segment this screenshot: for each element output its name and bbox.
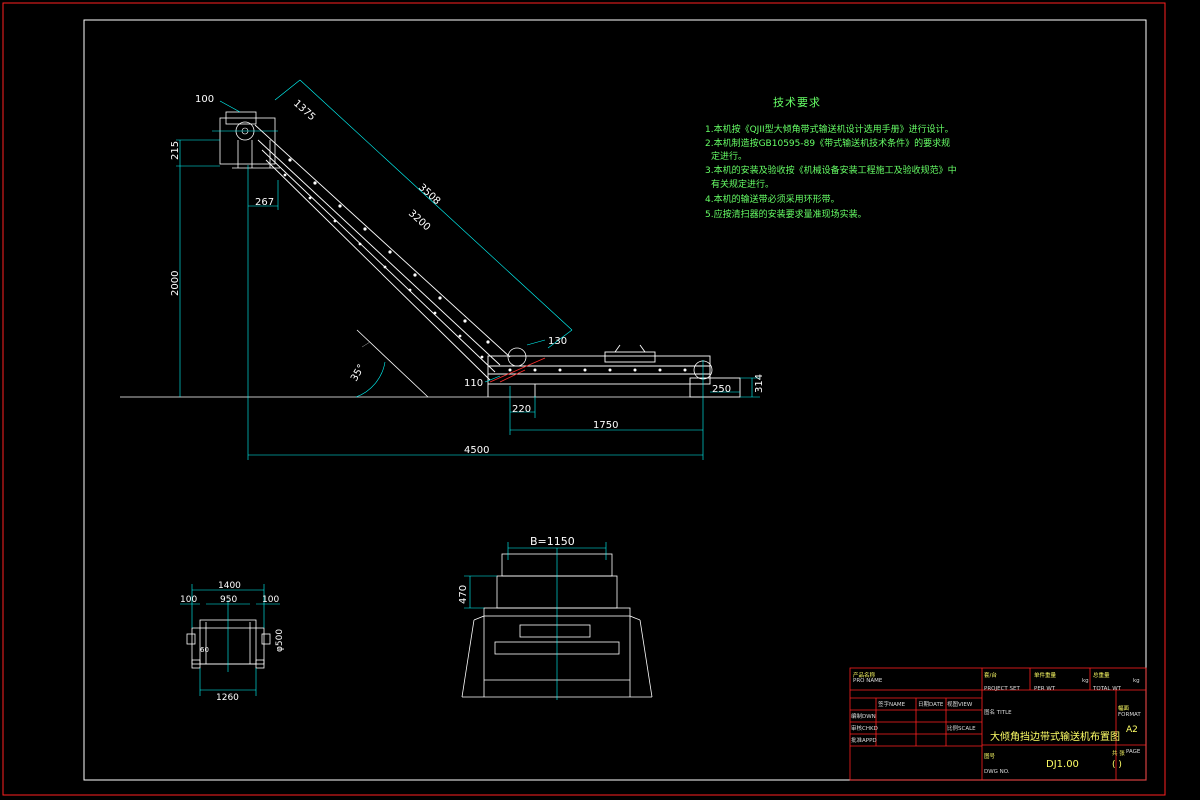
dim-470: 470	[458, 585, 469, 604]
dim-250: 250	[712, 384, 731, 395]
dim-1260: 1260	[216, 693, 239, 703]
dim-60: 60	[200, 646, 209, 654]
format-value: A2	[1126, 725, 1138, 735]
dwg-no-value: DJ1.00	[1046, 759, 1079, 770]
per-wt-unit: kg	[1082, 678, 1089, 684]
side-view: 100 215 2000 267 1375 3508 3200 130 110 …	[120, 79, 765, 460]
inner-drawing-frame	[83, 19, 1147, 781]
dim-267: 267	[255, 197, 274, 208]
end-view: 1400 100 950 100 φ500 60 1260	[180, 581, 285, 703]
drawing-title: 大倾角挡边带式输送机布置图	[990, 732, 1120, 743]
dim-314: 314	[754, 374, 765, 393]
total-wt-cn: 总重量	[1093, 673, 1110, 679]
dim-3508: 3508	[416, 182, 442, 207]
date-header: 日期DATE	[918, 702, 944, 708]
view-header: 视图VIEW	[947, 702, 973, 708]
approved-label: 批准APPD	[851, 738, 877, 744]
dim-100-left: 100	[180, 595, 197, 605]
outer-sheet-border	[2, 2, 1166, 796]
dim-1375: 1375	[291, 98, 317, 123]
dim-1750: 1750	[593, 420, 618, 431]
note-line: 5.应按清扫器的安装要求量准现场实装。	[705, 210, 867, 220]
pro-name-en: PRO NAME	[853, 678, 883, 684]
dim-100-right: 100	[262, 595, 279, 605]
page-value: ( )	[1112, 760, 1122, 770]
dim-2000: 2000	[170, 271, 181, 296]
format-en: FORMAT	[1118, 712, 1141, 718]
title-label: 图名 TITLE	[984, 710, 1012, 716]
note-line: 2.本机制造按GB10595-89《带式输送机技术条件》的要求规	[705, 139, 951, 149]
dim-100: 100	[195, 94, 214, 105]
note-line: 4.本机的输送带必须采用环形带。	[705, 195, 840, 205]
page-en: PAGE	[1126, 749, 1141, 755]
per-wt-en: PER WT	[1034, 686, 1056, 692]
project-set-cn: 套/台	[984, 673, 997, 679]
dim-110: 110	[464, 378, 483, 389]
dim-3200: 3200	[406, 208, 432, 233]
note-line: 3.本机的安装及验收按《机械设备安装工程施工及验收规范》中	[705, 166, 957, 176]
dim-1400: 1400	[218, 581, 241, 591]
dim-belt-width: B=1150	[530, 535, 575, 548]
title-block-grid	[849, 667, 1147, 781]
dim-215: 215	[170, 141, 181, 160]
checked-label: 审核CHKD	[851, 726, 878, 732]
note-line: 1.本机按《QJII型大倾角带式输送机设计选用手册》进行设计。	[705, 125, 954, 135]
dim-4500: 4500	[464, 445, 489, 456]
dim-950: 950	[220, 595, 237, 605]
total-wt-en: TOTAL WT	[1093, 686, 1121, 692]
project-set-en: PROJECT SET	[984, 686, 1020, 692]
scale-header: 比例SCALE	[947, 726, 976, 732]
notes-title: 技术要求	[773, 96, 821, 109]
dim-220: 220	[512, 404, 531, 415]
dwg-no-en: DWG NO.	[984, 769, 1010, 775]
drawn-label: 编制DWN	[851, 714, 876, 720]
total-wt-unit: kg	[1133, 678, 1140, 684]
section-view: B=1150 470	[458, 535, 653, 700]
dwg-no-cn: 图号	[984, 754, 996, 760]
sign-name-header: 签字NAME	[878, 702, 906, 708]
page-cn: 共 张	[1112, 751, 1125, 757]
pro-name-cn: 产品名称	[853, 673, 876, 679]
dim-phi500: φ500	[275, 629, 285, 652]
note-line: 定进行。	[711, 152, 748, 162]
dim-35deg: 35°	[349, 363, 367, 384]
title-block: 产品名称 PRO NAME 套/台 PROJECT SET 单件重量 PER W…	[850, 668, 1146, 780]
format-cn: 幅面	[1118, 706, 1130, 712]
per-wt-cn: 单件重量	[1034, 673, 1057, 679]
note-line: 有关规定进行。	[711, 180, 775, 190]
dim-130: 130	[548, 336, 567, 347]
